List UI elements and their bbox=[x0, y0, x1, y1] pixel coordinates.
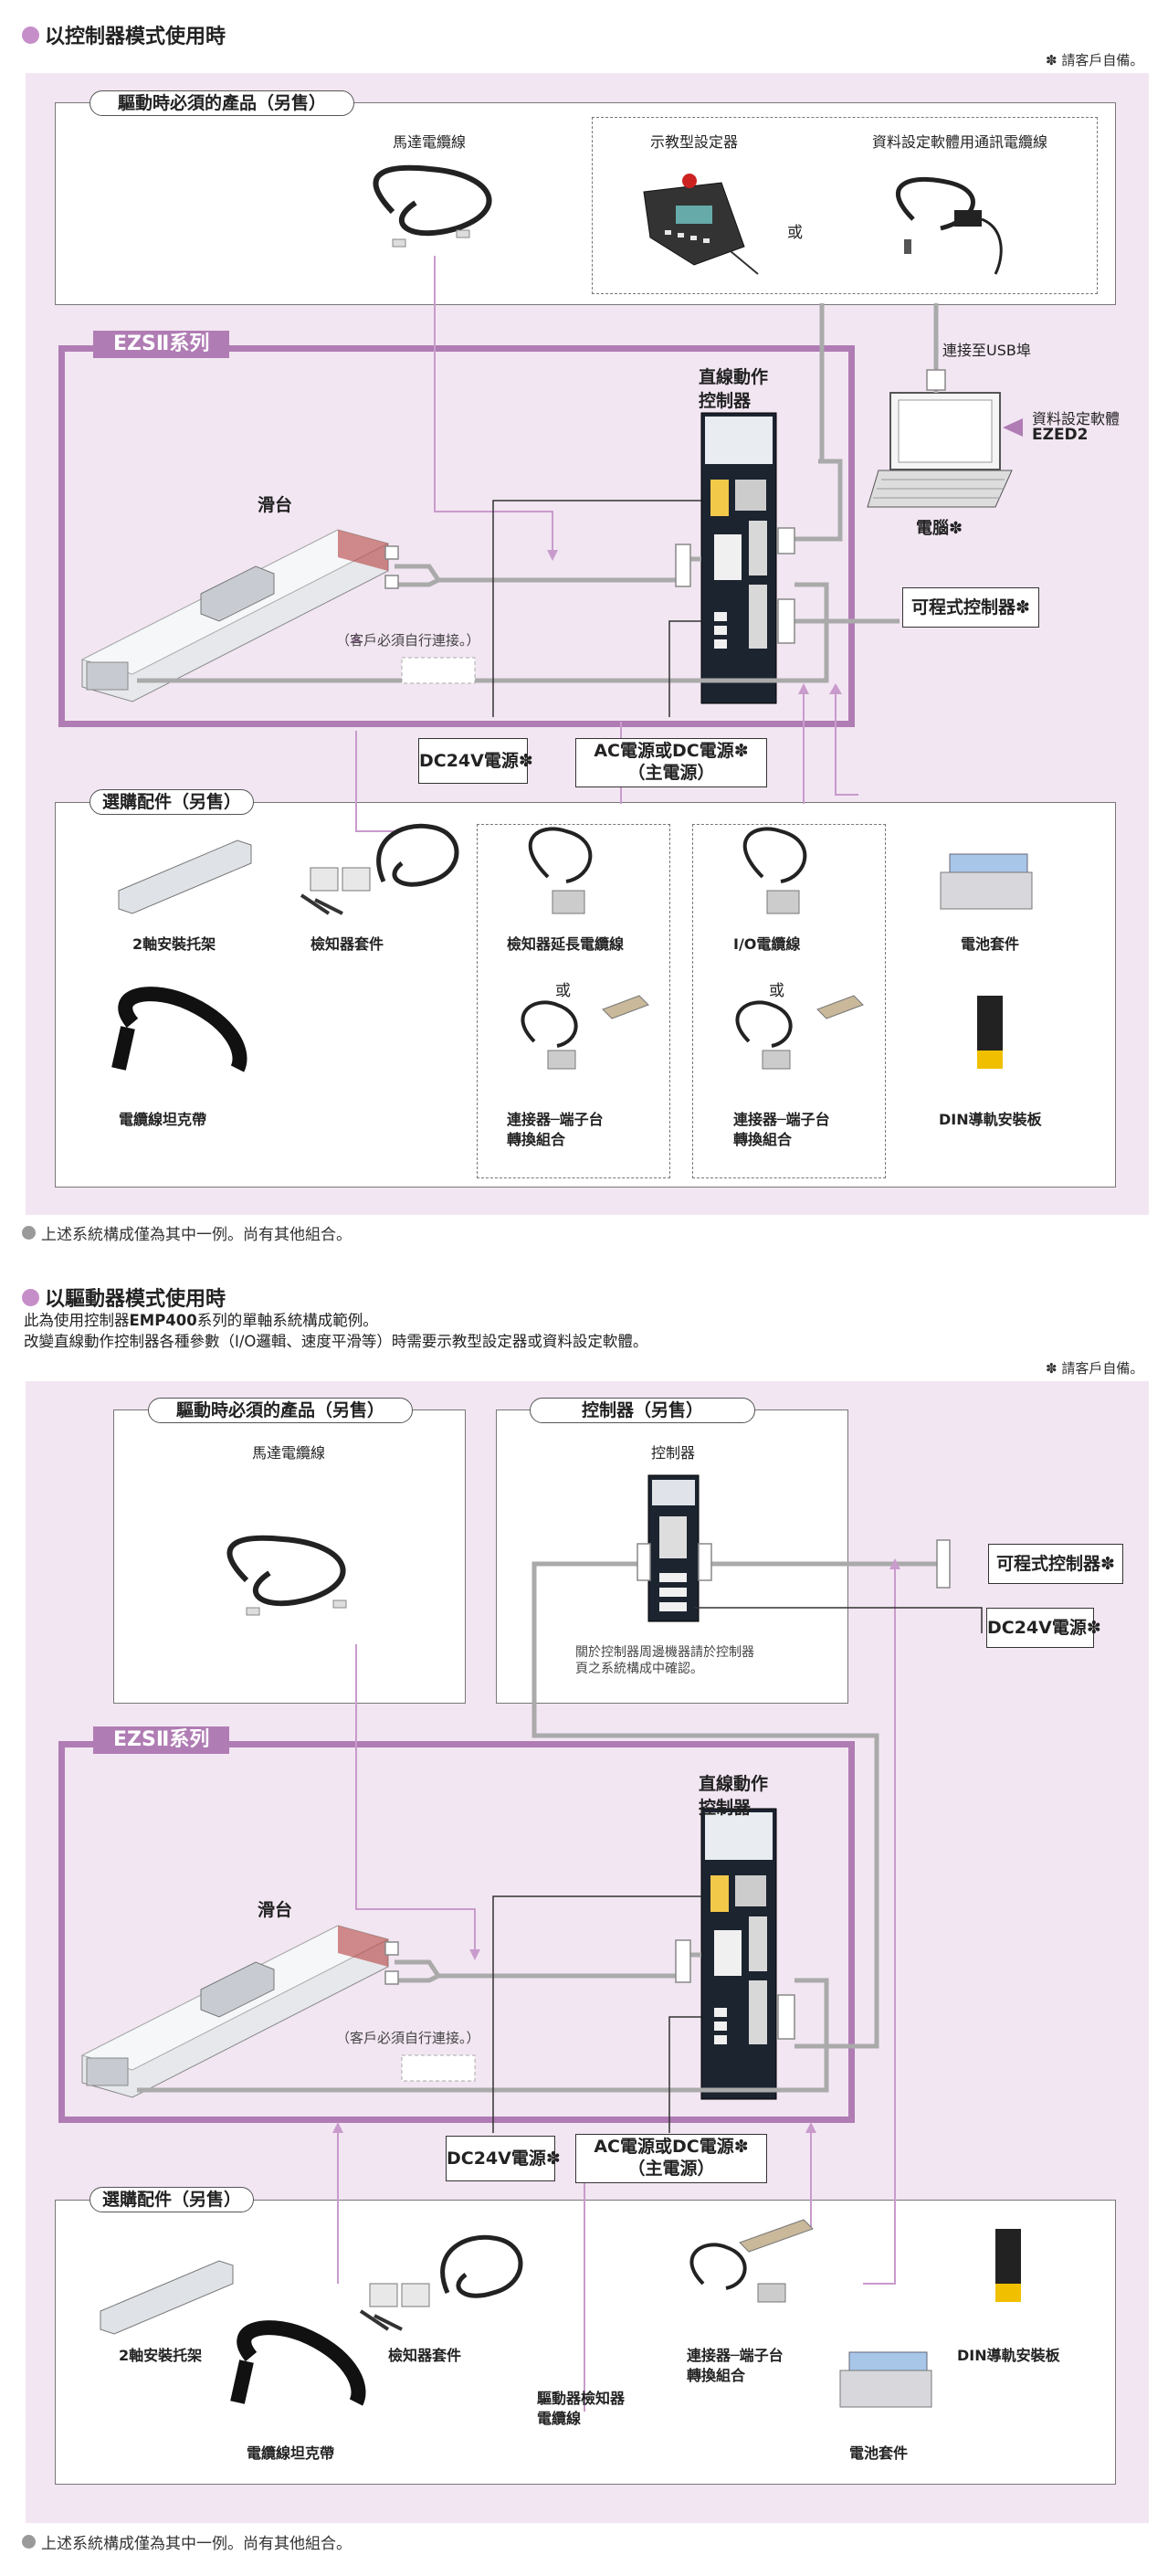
sensor-cable-image-2 bbox=[443, 2237, 521, 2296]
din-rail-label-2: DIN導軌安裝板 bbox=[957, 2343, 1060, 2365]
footer-dot-icon bbox=[22, 2535, 36, 2549]
motor-cable-label-2: 馬達電纜線 bbox=[252, 1441, 325, 1462]
sensor-kit-label-2: 檢知器套件 bbox=[388, 2343, 461, 2365]
ac-power-box-2: AC電源或DC電源✽（主電源） bbox=[575, 2134, 767, 2183]
bracket-image-2 bbox=[100, 2261, 233, 2334]
conversion-unit-image-2 bbox=[691, 2220, 813, 2302]
controller-label-2-2: 控制器 bbox=[699, 1794, 751, 1819]
controller-note-1: 關於控制器周邊機器請於控制器 bbox=[575, 1642, 754, 1661]
controller-label-2-1: 直線動作 bbox=[699, 1770, 768, 1795]
battery-kit-label-2: 電池套件 bbox=[849, 2441, 908, 2463]
driver-sensor-cable-label-2: 電纜線 bbox=[537, 2406, 581, 2428]
controller-label: 控制器 bbox=[651, 1441, 695, 1462]
controller-note-2: 頁之系統構成中確認。 bbox=[575, 1659, 703, 1677]
controller-emp400-image bbox=[648, 1475, 699, 1621]
customer-connection-box-2 bbox=[402, 2055, 475, 2081]
cable-chain-label-2: 電纜線坦克帶 bbox=[247, 2441, 334, 2463]
driver-sensor-cable-label-1: 驅動器檢知器 bbox=[537, 2386, 625, 2408]
battery-kit-image-2 bbox=[840, 2352, 931, 2407]
customer-connection-label-2: （客戶必須自行連接。） bbox=[336, 2028, 480, 2047]
section2-footer: 上述系統構成僅為其中一例。尚有其他組合。 bbox=[22, 2530, 352, 2553]
conversion-label-2-2: 轉換組合 bbox=[687, 2363, 745, 2385]
dc24v-power-box-2: DC24V電源✽ bbox=[446, 2136, 555, 2181]
slide-label-2: 滑台 bbox=[258, 1896, 292, 1921]
slide-actuator-image-2 bbox=[82, 1926, 388, 2097]
din-rail-plate-image-2 bbox=[995, 2229, 1021, 2302]
cable-chain-image-2 bbox=[237, 2328, 359, 2402]
dc24v-power-box-right: DC24V電源✽ bbox=[986, 1608, 1094, 1648]
motor-cable-image-2 bbox=[229, 1538, 346, 1615]
bracket-label-2: 2軸安裝托架 bbox=[119, 2343, 202, 2365]
plc-box-2: 可程式控制器✽ bbox=[988, 1544, 1123, 1584]
conversion-label-2-1: 連接器─端子台 bbox=[687, 2343, 784, 2365]
linear-controller-image-2 bbox=[701, 1809, 776, 2099]
sensor-kit-image-2 bbox=[361, 2284, 429, 2329]
